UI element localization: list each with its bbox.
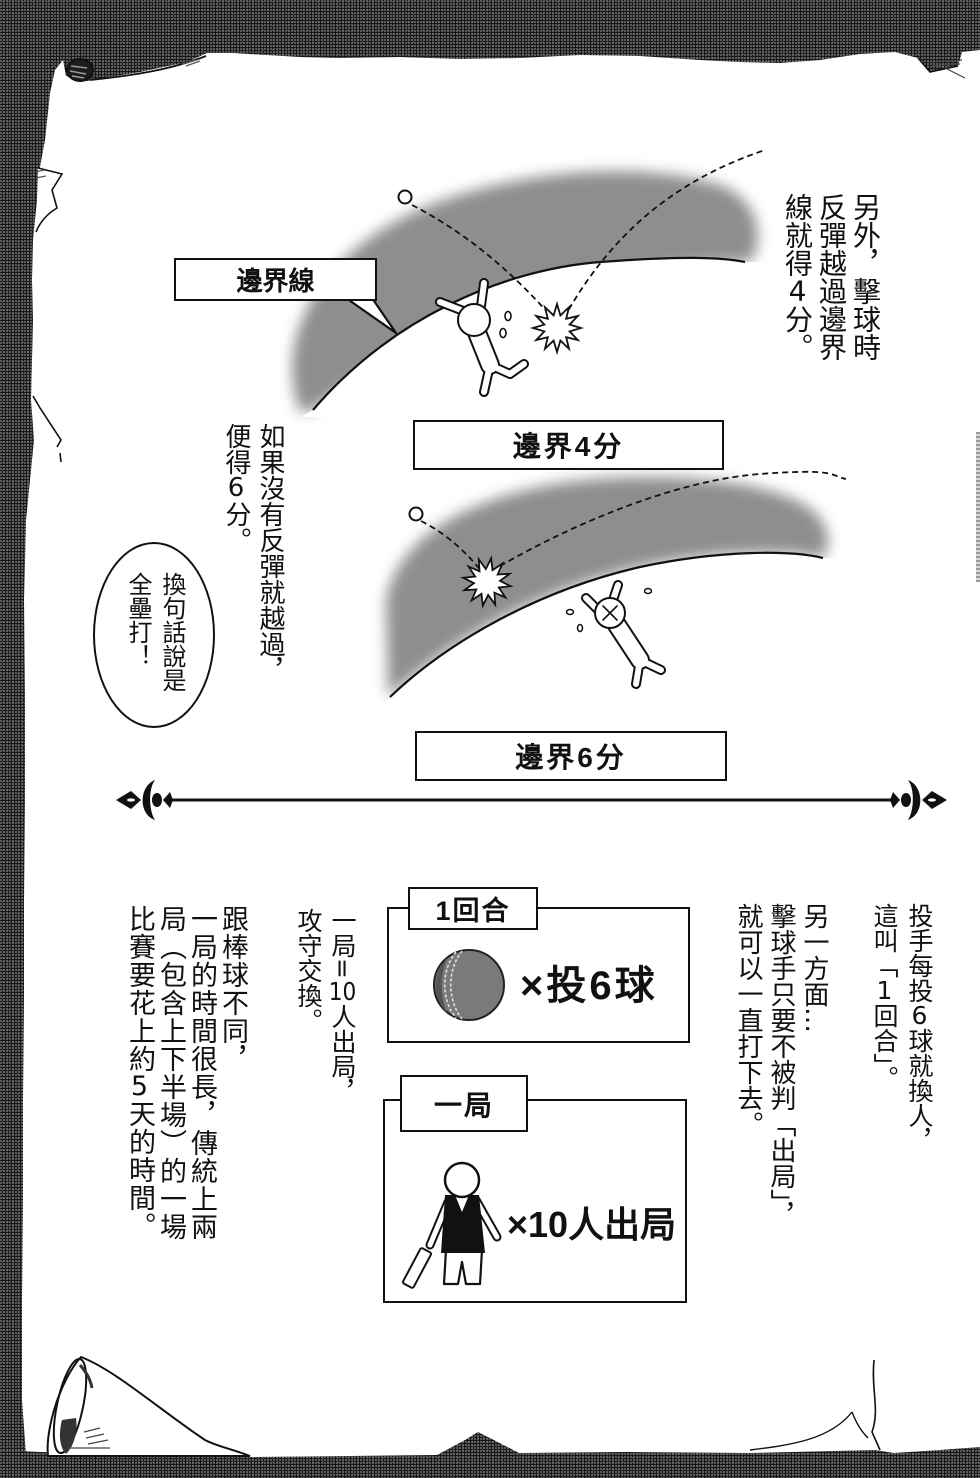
speech-line: 換句話說是 [158,572,186,692]
speech-line: 全壘打！ [124,572,152,668]
caption-boundary-four: 邊界4分 [413,420,724,470]
narration-line: 投手每投6球就換人， [905,903,934,1153]
cricket-ball-icon [433,949,505,1021]
scroll-tear-top-right [917,57,966,79]
caption-boundary-six-text: 邊界6分 [515,742,627,773]
boundary-line-label-text: 邊界線 [236,266,315,296]
caption-boundary-six: 邊界6分 [415,731,727,781]
narration-line: 另一方面… [799,903,829,1033]
batsman-figure [402,1161,502,1289]
narration-line: 這叫「1回合」。 [870,903,899,1091]
narration-line: 如果沒有反彈就越過， [255,423,285,683]
narration-over-rule: 投手每投6球就換人， 這叫「1回合」。 [867,903,937,1183]
starburst-icon [460,555,514,609]
over-panel-text: ×投6球 [520,964,658,1008]
boundary-four-diagram [300,149,790,417]
narration-line: 攻守交換。 [294,908,323,1033]
cricket-bat-icon [402,1247,432,1289]
divider-ornament-left-icon [116,780,173,820]
divider-ornament-right-icon [890,780,947,820]
narration-line: 擊球手只要不被判「出局」， [766,903,796,1228]
narration-line: 反彈越過邊界 [815,193,848,361]
innings-panel [383,1099,687,1303]
scroll-curl-bottom-left [46,1355,251,1457]
speech-bubble [93,542,215,728]
boundary-six-diagram [378,470,860,716]
fallen-fielder-figure [565,580,666,689]
narration-no-bounce-six: 如果沒有反彈就越過， 便得6分。 [219,423,287,713]
innings-panel-text: ×10人出局 [507,1204,677,1245]
scroll-tear-bottom-right [749,1359,881,1451]
over-panel [387,907,690,1043]
narration-line: 另外，擊球時 [849,193,882,361]
page-edge-strip [976,432,980,582]
fleur-divider [116,780,947,820]
innings-panel-tab: 一局 [400,1075,528,1132]
narration-bounce-four: 另外，擊球時 反彈越過邊界 線就得4分。 [780,193,882,393]
boundary-line-label: 邊界線 [174,258,377,301]
fielder-figure [435,278,529,397]
over-panel-tab-text: 1回合 [435,896,511,926]
narration-line: 跟棒球不同， [217,905,248,1073]
boundary-line [389,551,824,698]
narration-line: 一局的時間很長，傳統上兩 [186,905,217,1241]
innings-panel-tab-text: 一局 [433,1089,494,1121]
over-panel-tab: 1回合 [408,887,538,930]
narration-line: 就可以一直打下去。 [733,903,763,1137]
narration-line: 比賽要花上約5天的時間。 [124,905,155,1240]
starburst-icon [529,300,585,356]
caption-boundary-four-text: 邊界4分 [512,431,625,462]
boundary-line [312,256,746,411]
ball-icon [408,506,424,522]
speech-bubble-text: 換句話說是 全壘打！ [121,572,189,712]
scroll-curl-top-left [66,55,207,82]
narration-line: 局（包含上下半場）的一場 [155,905,186,1241]
narration-batsman-rule: 另一方面… 擊球手只要不被判「出局」， 就可以一直打下去。 [731,903,830,1273]
scroll-tear-left [32,167,64,463]
narration-innings-rule: 一局=10人出局， 攻守交換。 [291,908,359,1138]
narration-line: 線就得4分。 [781,193,814,361]
narration-line: 便得6分。 [221,423,251,553]
narration-line: 一局=10人出局， [328,908,357,1104]
narration-match-length: 跟棒球不同， 一局的時間很長，傳統上兩 局（包含上下半場）的一場 比賽要花上約5… [124,905,248,1255]
label-pointer [344,296,398,335]
ball-icon [397,189,413,205]
